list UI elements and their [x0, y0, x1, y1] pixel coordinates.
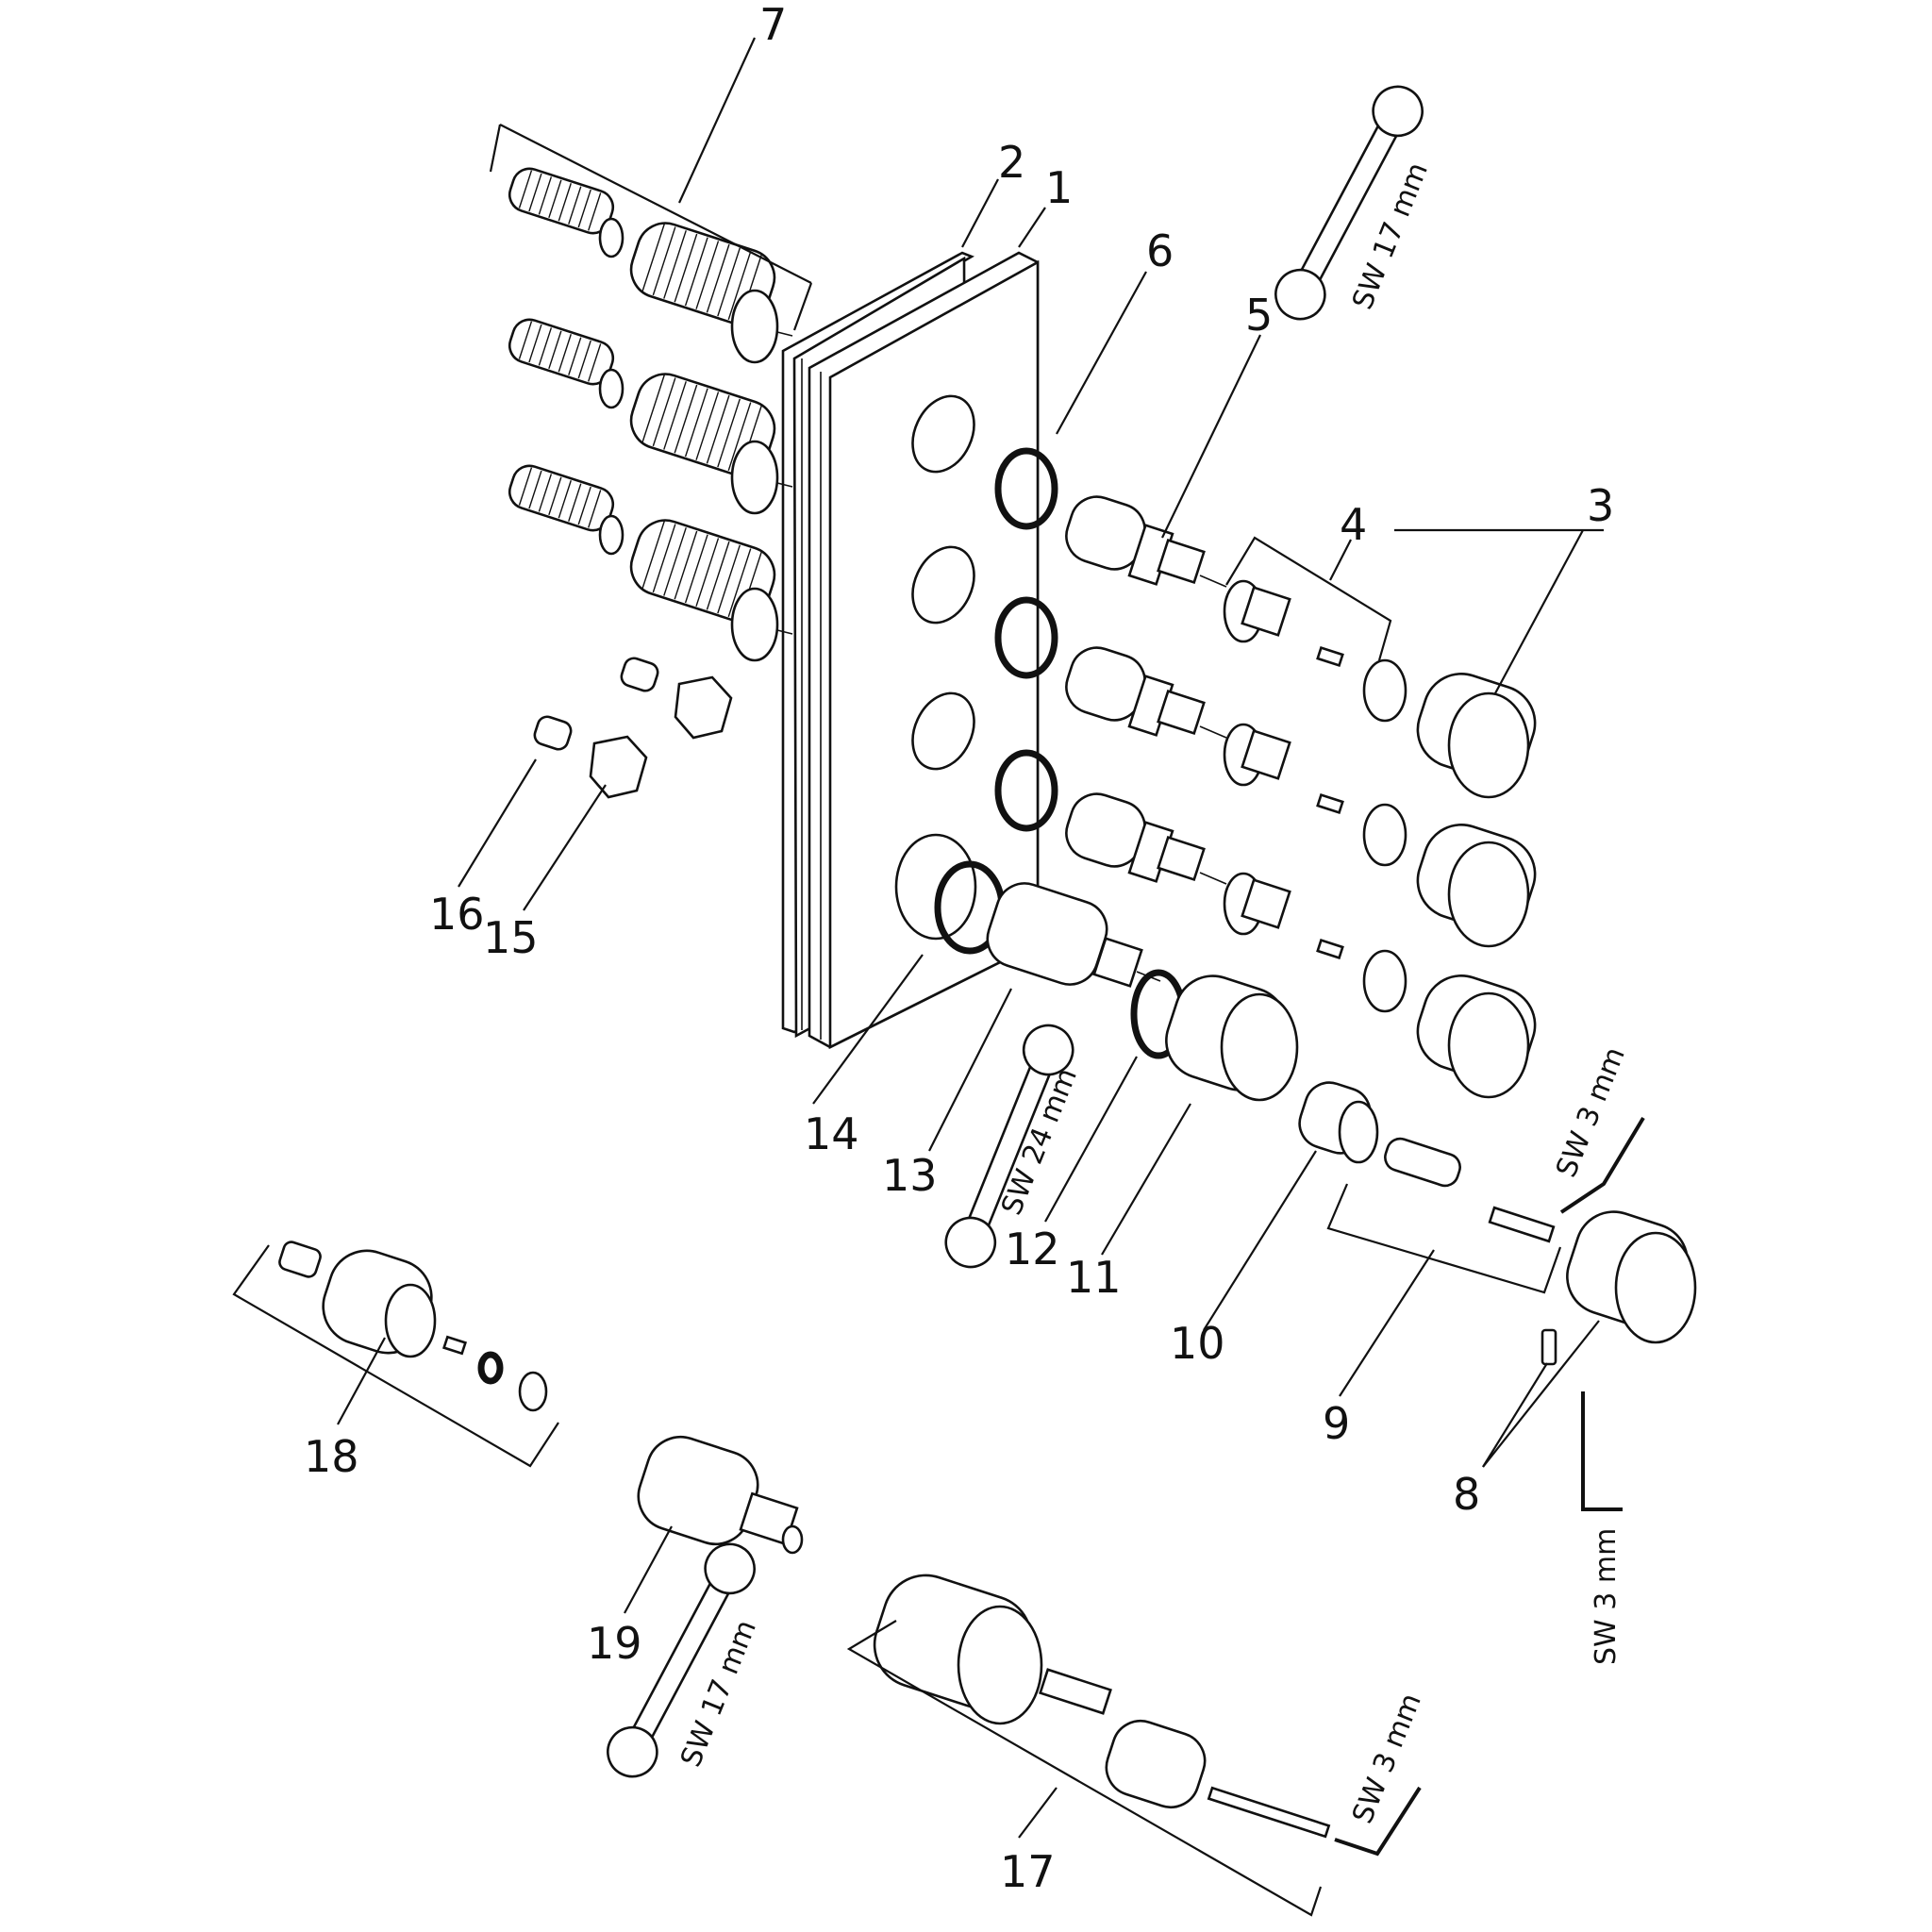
callout-18: 18	[304, 1431, 359, 1482]
hex-key-c: SW 3 mm	[1334, 1689, 1428, 1857]
callout-numbers: 1 2 3 4 5 6 7 8 9 10 11 12 13 14 15 16 1…	[304, 0, 1614, 1897]
hex-key-b: SW 3 mm	[1581, 1391, 1623, 1665]
hex-key-c-label: SW 3 mm	[1346, 1689, 1428, 1828]
part-19-cartridge	[637, 1435, 804, 1555]
callout-19: 19	[587, 1618, 642, 1669]
callout-17: 17	[1000, 1846, 1056, 1897]
callout-12: 12	[1005, 1224, 1060, 1274]
cartridge-row-2	[1065, 646, 1227, 739]
part-1-front-plate	[808, 251, 1040, 1050]
callout-14: 14	[804, 1108, 859, 1159]
connector-row-2	[508, 318, 779, 515]
part-13-thermostat-cartridge	[986, 882, 1161, 988]
callout-2: 2	[998, 137, 1025, 188]
callout-9: 9	[1323, 1398, 1350, 1449]
callout-16: 16	[429, 889, 485, 940]
part-9-extension	[1384, 1137, 1556, 1243]
callout-5: 5	[1245, 290, 1273, 341]
callout-15: 15	[483, 912, 539, 963]
cartridge-row-1	[1065, 495, 1227, 588]
leader-lines	[232, 37, 1604, 1917]
part-3-handles	[1416, 673, 1537, 1099]
callout-11: 11	[1066, 1252, 1122, 1303]
callout-1: 1	[1045, 162, 1073, 213]
part-16-filters	[533, 657, 659, 751]
part-8-thermostat-handle	[1541, 1210, 1697, 1366]
part-11-sleeve	[1165, 974, 1299, 1102]
connector-row-3	[508, 464, 779, 662]
part-7-threaded-connectors	[508, 167, 793, 662]
callout-7: 7	[759, 0, 787, 50]
part-18-diverter-handle-set	[278, 1241, 548, 1412]
part-10-stop-ring	[1298, 1081, 1379, 1164]
callout-3: 3	[1587, 480, 1614, 531]
part-6-o-rings	[994, 447, 1058, 832]
part-5-valve-cartridges	[1065, 495, 1227, 885]
part-17-handle-set	[873, 1574, 1331, 1839]
callout-4: 4	[1340, 499, 1367, 550]
callout-8: 8	[1453, 1469, 1480, 1520]
hex-key-a: SW 3 mm	[1550, 1042, 1645, 1214]
part-4-adapters	[1223, 579, 1407, 1013]
hex-key-b-label: SW 3 mm	[1590, 1528, 1623, 1665]
wrench-17-top: SW 17 mm	[1274, 85, 1435, 321]
callout-10: 10	[1170, 1318, 1225, 1369]
cartridge-row-3	[1065, 792, 1227, 885]
connector-row-1	[508, 167, 779, 364]
callout-6: 6	[1146, 225, 1174, 276]
part-15-check-valves	[589, 675, 733, 799]
callout-13: 13	[882, 1150, 938, 1201]
